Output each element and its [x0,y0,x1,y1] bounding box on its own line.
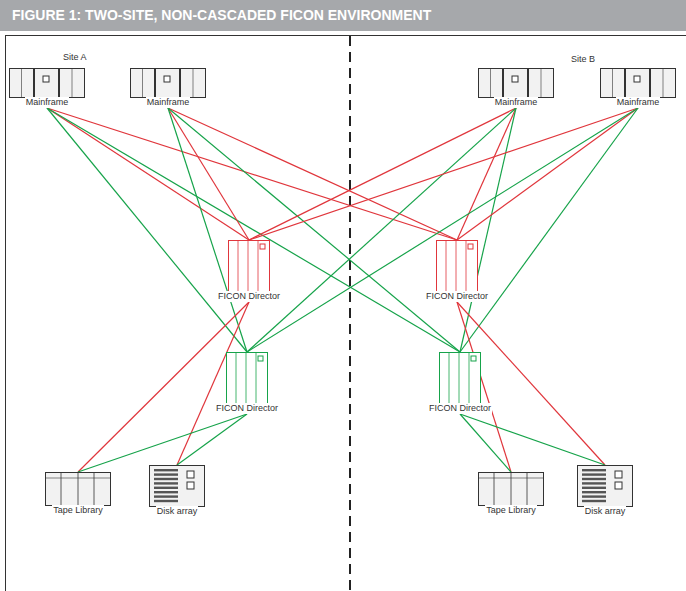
disk-node: Disk array [577,465,633,517]
fiber-link [249,108,516,240]
disk-array-icon [149,465,205,507]
title-bar [0,0,686,31]
fiber-link [47,108,457,240]
fiber-link [78,302,249,472]
fiber-link [460,414,605,465]
device-label: Disk array [584,506,627,517]
device-label: Mainframe [25,97,70,108]
site-label: Site A [62,52,88,62]
tape-library-icon [478,472,544,506]
fiber-link [78,414,247,472]
fiber-link [457,108,516,240]
device-label: FICON Director [428,403,492,414]
director-icon [228,240,270,292]
device-label: FICON Director [425,291,489,302]
fiber-link [47,108,247,352]
director-node: FICON Director [217,240,281,302]
mainframe-icon [130,68,206,98]
mainframe-node: Mainframe [130,68,206,108]
figure-title: FIGURE 1: TWO-SITE, NON-CASCADED FICON E… [12,7,431,23]
director-node: FICON Director [215,352,279,414]
mainframe-node: Mainframe [478,68,554,108]
device-label: FICON Director [217,291,281,302]
fiber-link [168,108,457,240]
device-label: Mainframe [146,97,191,108]
fiber-link [457,108,638,240]
device-label: Disk array [156,506,199,517]
fiber-link [247,108,516,352]
mainframe-icon [9,68,85,98]
tape-node: Tape Library [478,472,544,516]
device-label: FICON Director [215,403,279,414]
frame-border [6,36,686,591]
fiber-link [47,108,249,240]
mainframe-node: Mainframe [600,68,676,108]
mainframe-icon [600,68,676,98]
device-label: Tape Library [52,505,104,516]
site-divider [349,36,351,591]
director-icon [439,352,481,404]
disk-array-icon [577,465,633,507]
device-label: Mainframe [616,97,661,108]
site-label: Site B [570,54,596,64]
fiber-link [177,414,247,465]
fiber-link [460,108,638,352]
director-node: FICON Director [425,240,489,302]
device-label: Tape Library [485,505,537,516]
director-icon [436,240,478,292]
fiber-link [168,108,460,352]
device-label: Mainframe [494,97,539,108]
director-node: FICON Director [428,352,492,414]
fiber-link [168,108,249,240]
tape-node: Tape Library [45,472,111,516]
tape-library-icon [45,472,111,506]
fiber-link [47,108,460,352]
disk-node: Disk array [149,465,205,517]
director-icon [226,352,268,404]
fiber-link [247,108,638,352]
mainframe-icon [478,68,554,98]
mainframe-node: Mainframe [9,68,85,108]
fiber-link [249,108,638,240]
